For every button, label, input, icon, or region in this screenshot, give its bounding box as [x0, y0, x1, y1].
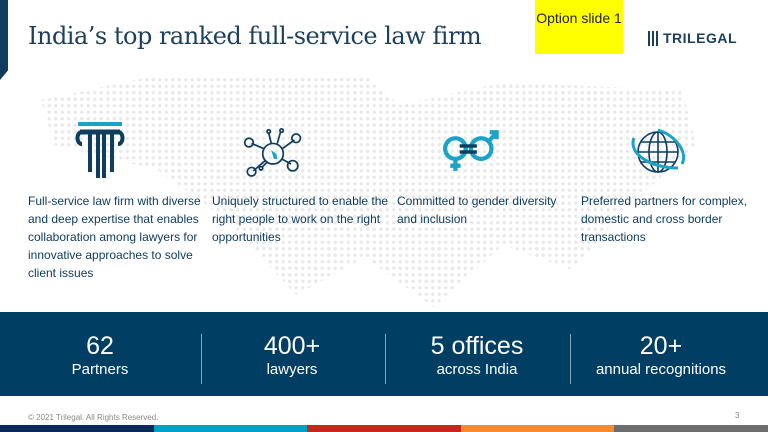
stat-value: 20+: [639, 332, 683, 360]
feature-structure: Uniquely structured to enable the right …: [212, 194, 389, 244]
divider: [201, 334, 202, 384]
stripe: [0, 425, 154, 432]
feature-transactions: Preferred partners for complex, domestic…: [581, 194, 748, 244]
globe-icon: [631, 128, 685, 173]
stripe: [614, 425, 768, 432]
page-number: 3: [735, 411, 740, 420]
stat-lawyers: 400+lawyers: [202, 332, 382, 380]
logo-text: TRILEGAL: [663, 30, 737, 46]
divider: [385, 334, 386, 384]
stat-label: annual recognitions: [595, 361, 727, 378]
stat-label: Partners: [71, 361, 129, 378]
stripe: [153, 425, 308, 432]
stat-value: 400+: [263, 332, 321, 360]
stripe: [460, 425, 615, 432]
color-stripes: [0, 425, 768, 432]
pillar-icon: [75, 122, 125, 178]
stat-recognitions: 20+annual recognitions: [571, 332, 751, 380]
accent-bar: [0, 0, 8, 80]
copyright: © 2021 Trilegal. All Rights Reserved.: [28, 413, 159, 422]
page-title: India’s top ranked full-service law firm: [28, 22, 482, 50]
stat-label: lawyers: [266, 361, 318, 378]
stat-value: 5 offices: [430, 332, 524, 360]
divider: [570, 334, 571, 384]
logo-mark-icon: [648, 30, 658, 46]
gender-equality-icon: [443, 130, 499, 171]
trilegal-logo: TRILEGAL: [648, 30, 737, 46]
stat-label: across India: [436, 361, 518, 378]
option-note: Option slide 1: [535, 0, 623, 54]
stripe: [307, 425, 461, 432]
stat-value: 62: [86, 332, 114, 360]
feature-diversity: Committed to gender diversity and inclus…: [397, 194, 557, 226]
feature-expertise: Full-service law firm with diverse and d…: [28, 194, 201, 280]
network-icon: [243, 128, 302, 177]
